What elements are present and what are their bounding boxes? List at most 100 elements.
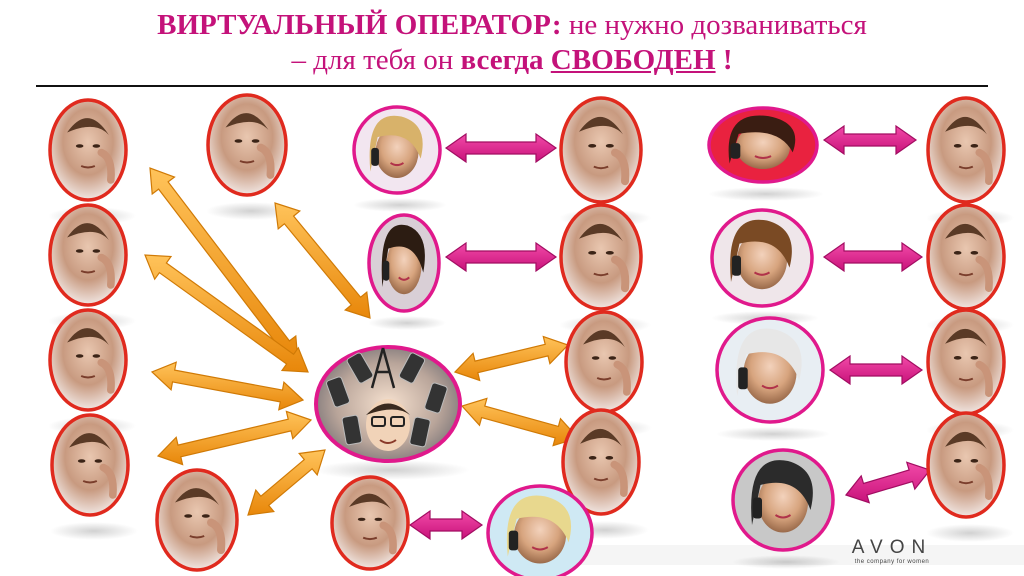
hub-shadow <box>314 460 470 480</box>
eye-icon <box>92 144 101 148</box>
node-shadow <box>732 555 840 569</box>
portrait-ring <box>926 96 1006 204</box>
hand-shape <box>97 358 115 394</box>
mouth-shape <box>80 270 96 274</box>
portrait-ring <box>50 413 130 517</box>
hair-shape <box>580 428 622 447</box>
hand-shape <box>610 460 628 497</box>
friend-portrait-5 <box>50 413 130 517</box>
title-exclaim: ! <box>715 44 733 76</box>
eye-icon <box>970 459 979 463</box>
mouth-shape <box>80 165 96 169</box>
mouth-shape <box>531 546 549 551</box>
portrait-ring <box>330 475 410 571</box>
hand-shape <box>97 253 115 289</box>
portrait-ring <box>564 310 644 414</box>
mouth-shape <box>593 272 609 277</box>
glasses-icon <box>371 416 386 427</box>
portrait-ring <box>559 203 643 311</box>
caller-portrait-4 <box>710 208 814 308</box>
phone-icon <box>326 376 350 408</box>
eye-icon <box>184 514 193 518</box>
magenta-arrow-2 <box>444 241 558 273</box>
title-operator: ВИРТУАЛЬНЫЙ ОПЕРАТОР: <box>157 9 562 41</box>
mouth-shape <box>239 160 255 164</box>
hair-shape <box>583 330 625 347</box>
phone-icon <box>341 414 363 446</box>
caller-portrait-3 <box>707 106 819 184</box>
friend-portrait-12 <box>926 96 1006 204</box>
portrait-ring <box>926 203 1006 311</box>
orange-arrow-5 <box>156 410 313 466</box>
hair-shape <box>945 328 987 347</box>
friend-portrait-11 <box>561 408 641 516</box>
eye-icon <box>77 459 86 463</box>
title-line2-start: – для тебя он <box>291 44 461 76</box>
hair-shape <box>945 116 987 135</box>
hair-shape <box>945 223 987 242</box>
mouth-shape <box>379 439 397 444</box>
title-lead-rest: не нужно дозваниваться <box>561 9 867 41</box>
phone-icon <box>424 382 448 414</box>
orange-arrow-3 <box>144 254 309 373</box>
node-shadow <box>716 427 830 441</box>
orange-arrow-6 <box>247 449 326 516</box>
eye-icon <box>588 144 597 148</box>
mouth-shape <box>958 480 974 485</box>
hair-shape <box>945 431 987 450</box>
eye-icon <box>588 251 597 255</box>
title-always: всегда <box>460 44 544 76</box>
antenna-icon <box>370 347 396 389</box>
friend-portrait-14 <box>926 308 1006 416</box>
node-shadow <box>50 522 138 540</box>
mouth-shape <box>389 162 405 167</box>
hand-shape <box>207 518 226 554</box>
eye-icon <box>92 354 101 358</box>
eye-icon <box>75 249 84 253</box>
magenta-arrow-3 <box>822 124 918 156</box>
hair-shape <box>175 488 219 505</box>
mouth-shape <box>761 384 779 390</box>
diagram-nodes <box>48 93 1006 576</box>
mouth-shape <box>82 480 98 484</box>
eye-icon <box>251 139 260 143</box>
hand-shape <box>97 148 115 184</box>
avon-logo: AVON the company for women <box>836 538 948 567</box>
mouth-shape <box>596 377 612 381</box>
hair-shape <box>579 116 623 135</box>
eye-icon <box>970 144 979 148</box>
hair-shape <box>67 118 109 135</box>
mouth-shape <box>753 271 771 276</box>
friend-portrait-3 <box>48 203 128 307</box>
node-shadow <box>206 202 296 220</box>
portrait-ring <box>48 203 128 307</box>
hair-shape <box>736 328 802 396</box>
hand-shape <box>975 148 993 185</box>
friend-portrait-6 <box>155 468 239 572</box>
caller-portrait-6 <box>486 484 594 576</box>
phone-icon <box>753 497 762 519</box>
friend-portrait-9 <box>559 203 643 311</box>
hair-shape <box>69 433 111 450</box>
operator-hub <box>314 345 462 463</box>
eye-icon <box>357 517 366 521</box>
eye-icon <box>234 139 243 143</box>
eye-icon <box>374 517 383 521</box>
friend-portrait-15 <box>926 411 1006 519</box>
orange-arrow-7 <box>453 335 570 382</box>
hand-shape <box>611 255 630 293</box>
eye-icon <box>605 251 614 255</box>
friend-portrait-10 <box>564 310 644 414</box>
phone-icon <box>409 416 431 448</box>
portrait-ring <box>926 411 1006 519</box>
magenta-arrow-5 <box>828 354 924 386</box>
mouth-shape <box>774 514 792 519</box>
eye-icon <box>953 459 962 463</box>
hair-shape <box>67 328 109 345</box>
portrait-ring <box>561 408 641 516</box>
hair-shape <box>751 460 813 525</box>
eye-icon <box>94 459 103 463</box>
mouth-shape <box>80 375 96 379</box>
eye-icon <box>591 356 600 360</box>
brand-name: AVON <box>851 537 933 558</box>
